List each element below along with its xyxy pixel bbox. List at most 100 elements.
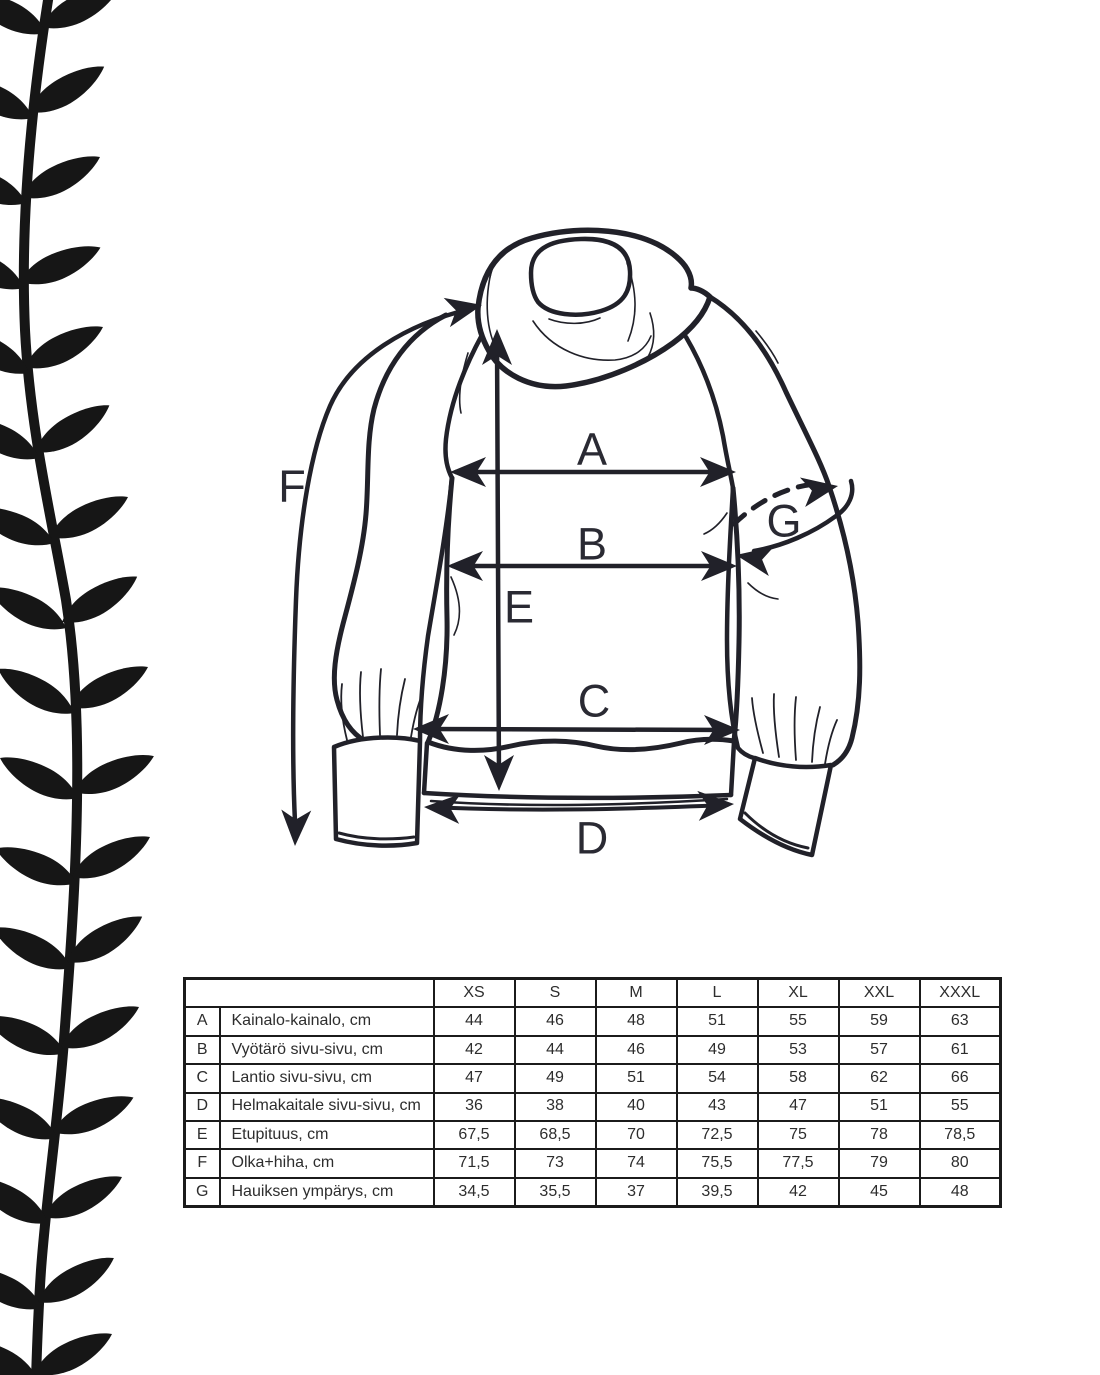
size-value-cell: 46 [594,1034,678,1066]
measurement-letters: A B C D E F G [278,424,801,864]
size-value-cell: 48 [594,1006,678,1037]
size-value-cell: 34,5 [432,1176,516,1208]
size-value-cell: 44 [432,1006,516,1037]
row-letter-cell: D [183,1091,221,1122]
right-cuff-fold-line [743,811,810,850]
measurement-name-cell: Olka+hiha, cm [218,1148,435,1179]
measure-label-b: B [577,519,607,570]
measurement-name-cell: Etupituus, cm [218,1119,435,1151]
size-value-cell: 59 [837,1006,921,1037]
size-value-cell: 68,5 [513,1119,597,1151]
body-right-edge [730,485,742,744]
size-value-cell: 48 [918,1176,1002,1208]
size-value-cell: 51 [837,1091,921,1122]
measure-label-g: G [766,496,801,547]
size-value-cell: 42 [756,1176,840,1208]
neck-opening-outline [528,236,633,317]
size-value-cell: 47 [756,1091,840,1122]
body-left-edge [425,475,455,745]
measure-arrow-c [413,714,740,745]
size-header-cell: XL [756,977,840,1009]
size-value-cell: 51 [675,1006,759,1037]
row-letter-cell: F [183,1148,221,1179]
size-value-cell: 49 [513,1063,597,1094]
measurement-arrows [280,290,855,847]
row-letter-cell: C [183,1063,221,1094]
measure-label-d: D [576,813,609,864]
size-value-cell: 74 [594,1148,678,1179]
left-raglan-seam [443,332,485,481]
measure-arrow-e [482,329,514,791]
size-value-cell: 49 [675,1034,759,1066]
table-row: G Hauiksen ympärys, cm 34,5 35,5 37 39,5… [183,1176,1002,1208]
size-value-cell: 71,5 [432,1148,516,1179]
size-value-cell: 38 [513,1091,597,1122]
size-header-cell: L [675,977,759,1009]
size-value-cell: 36 [432,1091,516,1122]
measure-label-c: C [578,676,611,727]
row-letter-cell: G [183,1176,221,1208]
measurement-name-cell: Lantio sivu-sivu, cm [218,1063,435,1094]
measure-label-e: E [504,582,534,633]
size-header-row: XS S M L XL XXL XXXL [183,977,1002,1009]
size-value-cell: 44 [513,1034,597,1066]
size-value-cell: 73 [513,1148,597,1179]
left-sleeve-outer-edge [331,312,449,744]
size-value-cell: 75 [756,1119,840,1151]
row-letter-cell: A [183,1006,221,1037]
size-value-cell: 43 [675,1091,759,1122]
size-value-cell: 72,5 [675,1119,759,1151]
leaf-vine-illustration [0,0,154,1375]
size-value-cell: 66 [918,1063,1002,1094]
size-value-cell: 63 [918,1006,1002,1037]
measure-arrow-a [450,457,736,487]
measurement-name-cell: Hauiksen ympärys, cm [218,1176,435,1208]
size-value-cell: 47 [432,1063,516,1094]
size-value-cell: 78,5 [918,1119,1002,1151]
size-measurement-table: XS S M L XL XXL XXXL A Kainalo-kainalo, … [183,977,1002,1209]
size-value-cell: 42 [432,1034,516,1066]
hem-wave-line [425,736,737,753]
size-value-cell: 67,5 [432,1119,516,1151]
size-value-cell: 39,5 [675,1176,759,1208]
table-row: B Vyötärö sivu-sivu, cm 42 44 46 49 53 5… [183,1034,1002,1066]
size-value-cell: 53 [756,1034,840,1066]
measure-arrow-f [280,290,486,847]
measurement-name-cell: Kainalo-kainalo, cm [218,1006,435,1037]
size-value-cell: 77,5 [756,1148,840,1179]
size-value-cell: 55 [918,1091,1002,1122]
hem-band-right-edge [728,739,737,798]
measurement-name-cell: Helmakaitale sivu-sivu, cm [218,1091,435,1122]
hem-band-left-edge [421,740,430,796]
size-value-cell: 46 [513,1006,597,1037]
right-cuff [737,755,834,858]
left-cuff-fold-line [337,831,416,841]
size-value-cell: 78 [837,1119,921,1151]
size-header-cell: XXXL [918,977,1002,1009]
measure-label-f: F [278,461,306,512]
size-header-cell: XS [432,977,516,1009]
table-row: D Helmakaitale sivu-sivu, cm 36 38 40 43… [183,1091,1002,1122]
size-value-cell: 79 [837,1148,921,1179]
size-value-cell: 45 [837,1176,921,1208]
measurement-name-cell: Vyötärö sivu-sivu, cm [218,1034,435,1066]
right-sleeve-outer-edge [707,294,863,768]
row-letter-cell: E [183,1119,221,1151]
table-row: C Lantio sivu-sivu, cm 47 49 51 54 58 62… [183,1063,1002,1094]
size-value-cell: 35,5 [513,1176,597,1208]
table-row: A Kainalo-kainalo, cm 44 46 48 51 55 59 … [183,1006,1002,1037]
size-value-cell: 61 [918,1034,1002,1066]
measure-label-a: A [577,424,607,475]
measure-arrow-d [423,789,735,824]
left-cuff [331,735,423,848]
measure-arrow-g [731,471,855,577]
right-sleeve-inner-edge [724,485,757,761]
empty-header-cell [183,977,435,1009]
size-value-cell: 80 [918,1148,1002,1179]
size-value-cell: 62 [837,1063,921,1094]
size-value-cell: 58 [756,1063,840,1094]
size-value-cell: 54 [675,1063,759,1094]
size-value-cell: 40 [594,1091,678,1122]
